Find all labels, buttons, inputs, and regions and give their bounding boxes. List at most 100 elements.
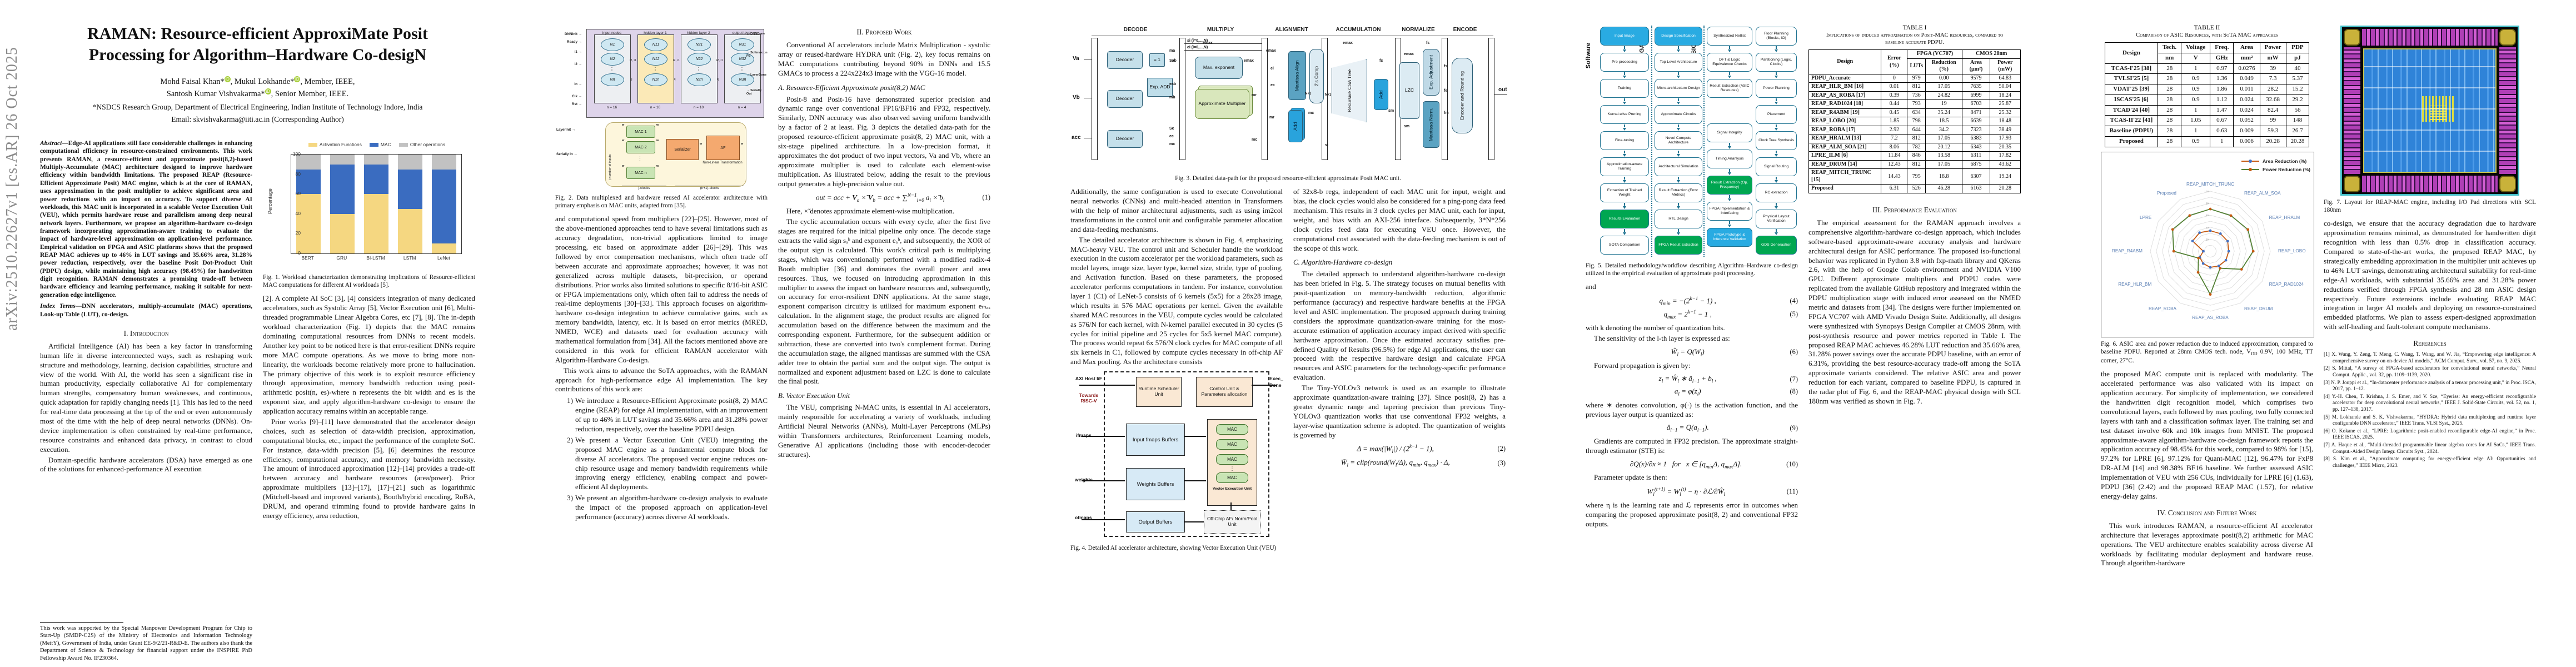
col-header: Freq. — [2210, 42, 2234, 53]
abstract: Abstract—Edge-AI applications still face… — [40, 140, 252, 298]
bar-segment — [330, 213, 355, 253]
decoder-block: Decoder — [1107, 130, 1143, 148]
legend-swatch — [308, 142, 317, 147]
input-vb: Vb — [1073, 94, 1080, 101]
radar-ring — [2198, 238, 2223, 263]
table-1-caption: Implications of induced approximation on… — [1826, 32, 2004, 46]
add2-block: Add — [1374, 79, 1388, 110]
veu-label: Vector Execution Unit — [1212, 487, 1252, 491]
radar-marker — [2209, 207, 2212, 211]
radar-marker — [2209, 229, 2212, 232]
bar-segment — [330, 164, 355, 214]
signal-emax: emax — [1343, 41, 1353, 45]
page-title: RAMAN: Resource-efficient ApproxiMate Po… — [33, 23, 482, 65]
value-cell: 56 — [2285, 104, 2310, 116]
value-cell: 18.8 — [1925, 168, 1963, 185]
interlayer-label: i2, i1 — [630, 59, 636, 62]
radar-marker — [2217, 264, 2220, 267]
arrow-stem — [1624, 98, 1625, 101]
flow-node: Novel Compute Architecture — [1655, 131, 1702, 150]
bar-segment — [330, 155, 355, 165]
value-cell: 17.82 — [1989, 151, 2021, 161]
table-2-title: TABLE II — [2194, 24, 2220, 31]
value-cell: 1.47 — [2210, 104, 2234, 116]
radar-tick: 60 — [2206, 214, 2209, 217]
bar-segment — [432, 169, 457, 244]
value-cell: 1.86 — [2210, 84, 2234, 95]
author-1: Mohd Faisal Khan* — [160, 77, 225, 86]
orcid-icon: iD — [224, 76, 231, 83]
design-cell: LPRE_ILM [6] — [1808, 151, 1882, 161]
paragraph: where ∗ denotes convolution, φ(·) is the… — [1586, 400, 1798, 419]
arrow-down-icon — [1623, 180, 1626, 183]
value-cell: 0.39 — [1881, 91, 1908, 101]
mac-unit: MAC 1 — [626, 126, 655, 138]
figure-3-caption: Fig. 3. Detailed data-path for the propo… — [1175, 175, 1401, 182]
dots: ⋮ — [610, 67, 615, 72]
j-inputs-label: j-number of inputs — [609, 154, 612, 180]
value-cell: 13.58 — [1925, 151, 1963, 161]
flow-node: Micro-architecture Design — [1655, 79, 1702, 98]
paragraph: Domain-specific hardware accelerators (D… — [40, 455, 252, 474]
paragraph: where η is the learning rate and ℒ repre… — [1586, 501, 1798, 528]
radar-tick: 20 — [2206, 238, 2209, 241]
x-tick-label: BERT — [301, 255, 314, 261]
col-unit: GHz — [2210, 52, 2234, 64]
arrow-stem — [1624, 125, 1625, 127]
pipeline-register — [1442, 38, 1448, 160]
flow-node: Input Image — [1600, 27, 1649, 46]
arrow-down-icon — [1677, 232, 1680, 235]
radar-marker — [2251, 250, 2255, 253]
bar-segment — [432, 243, 457, 253]
neuron-node: N21 — [687, 38, 711, 51]
neuron-node: N2 — [601, 53, 624, 66]
author-3: Santosh Kumar Vishvakarma* — [166, 89, 265, 98]
signal-mr: mr — [1269, 116, 1274, 120]
contribution-1: 1)We introduce a Resource-Efficient Appr… — [567, 396, 768, 434]
abstract-label: Abstract — [40, 140, 62, 147]
reference-item: [2] S. Mittal, “A survey of FPGA-based a… — [2324, 366, 2536, 378]
reference-item: [7] A. Haque et al., “Multi-threaded pro… — [2324, 442, 2536, 455]
paragraph: Gradients are computed in FP32 precision… — [1586, 437, 1798, 455]
arrow-down-icon — [1623, 76, 1626, 78]
w-label: w — [741, 142, 744, 146]
wire — [1082, 436, 1125, 437]
email: Email: skvishvakarma@iiti.ac.in (Corresp… — [171, 115, 344, 123]
col-header-design: Design — [1808, 49, 1882, 74]
arrow-stem — [1729, 169, 1730, 172]
paragraph: the proposed MAC compute unit is replace… — [2101, 370, 2313, 500]
value-cell: 20.12 — [1925, 142, 1963, 152]
wire — [1184, 43, 1262, 44]
paragraph: The Tiny-YOLOv3 network is used as an ex… — [1293, 384, 1506, 439]
arrow-down-icon — [1623, 102, 1626, 104]
signal-layerinit: LayerInit → — [556, 128, 576, 132]
interlayer-label: i2, i1 — [673, 59, 680, 62]
wire — [1079, 385, 1135, 386]
value-cell: 0.024 — [2233, 104, 2260, 116]
value-cell: 35.24 — [1925, 108, 1963, 118]
value-cell: 46.28 — [1925, 184, 1963, 193]
value-cell: 1 — [2210, 136, 2234, 147]
paragraph: and computational speed from multipliers… — [555, 215, 768, 364]
section-heading-conclusion: IV. Conclusion and Future Work — [2157, 508, 2257, 517]
value-cell: 0.024 — [2233, 94, 2260, 106]
corner-pad — [2344, 176, 2360, 192]
signal-mc: mc — [1252, 138, 1258, 142]
interlayer-ij: ij — [631, 78, 632, 81]
legend-label: Power Reduction (%) — [2263, 167, 2310, 172]
arrow-down-icon — [1775, 154, 1778, 157]
paragraph: Here, ×̃ denotes approximate element-wis… — [786, 207, 955, 216]
value-cell: 25.32 — [1989, 108, 2021, 118]
equation-3: W̄l = clip(round(Wl/Δ), qmin, qmax) · Δ,… — [1341, 458, 1506, 468]
bar-segment — [296, 194, 321, 253]
radar-marker — [2209, 292, 2212, 296]
value-cell: 1.12 — [2210, 94, 2234, 106]
signal-fe: fe — [1444, 89, 1448, 93]
input-va: Va — [1073, 56, 1079, 62]
